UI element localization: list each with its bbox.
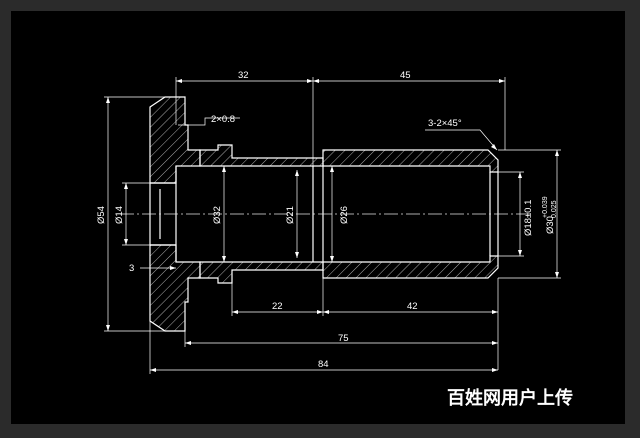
dim-length-84: 84 (318, 359, 329, 370)
body-lower-section (322, 255, 499, 279)
body-upper-section (322, 149, 499, 173)
watermark-text: 百姓网用户上传 (447, 387, 573, 409)
neck-upper-section (199, 144, 324, 167)
dim-length-3: 3 (129, 263, 134, 274)
dim-dia-21: Ø21 (285, 206, 296, 224)
dim-dia-14: Ø14 (114, 206, 125, 224)
dim-dia-54: Ø54 (96, 206, 107, 224)
dim-dia-32: Ø32 (212, 206, 223, 224)
dim-length-32: 32 (238, 70, 249, 81)
dim-tol-lower: 0.025 (551, 200, 558, 218)
dim-length-42: 42 (407, 301, 418, 312)
dim-length-75: 75 (338, 333, 349, 344)
dim-dia-18: Ø18±0.1 (523, 200, 534, 236)
dim-tol-upper: +0.039 (542, 196, 549, 218)
dim-chamfer-2x0-8: 2×0.8 (211, 114, 235, 125)
dim-dia-26: Ø26 (339, 206, 350, 224)
dim-length-22: 22 (272, 301, 283, 312)
arrowheads (106, 79, 559, 372)
dim-dia-30: Ø30 (545, 216, 556, 234)
dim-length-45: 45 (400, 70, 411, 81)
dimension-lines (104, 77, 561, 374)
dim-chamfer-3-2x45: 3-2×45° (428, 118, 462, 129)
